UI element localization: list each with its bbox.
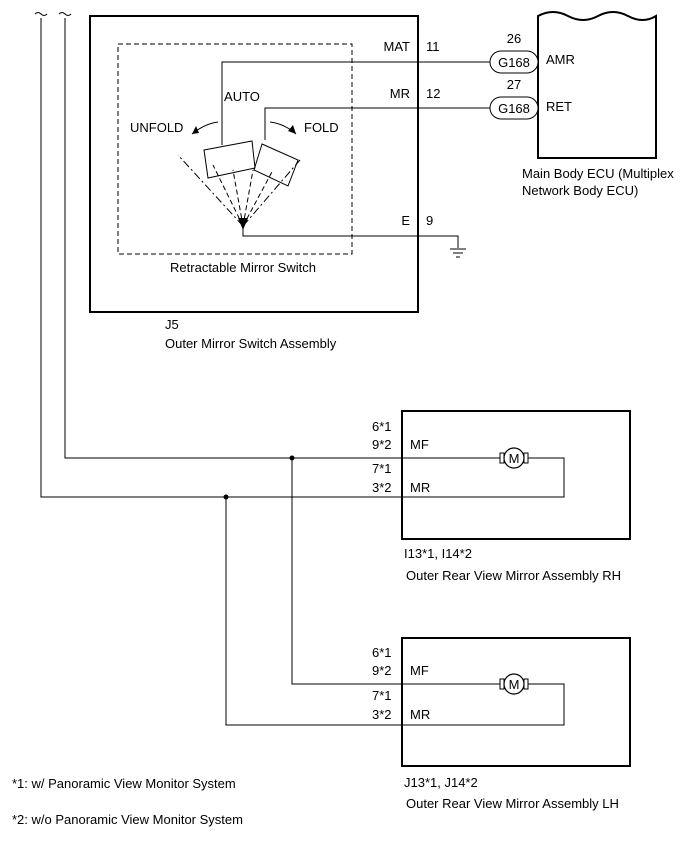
- ecu-pin-27: 27: [507, 77, 521, 92]
- rh-pin2-line2: 3*2: [372, 480, 392, 495]
- rh-pin1-line2: 9*2: [372, 437, 392, 452]
- ecu-signal-amr: AMR: [546, 52, 575, 67]
- lh-pin1-line2: 9*2: [372, 663, 392, 678]
- rh-pin2-line1: 7*1: [372, 461, 392, 476]
- wire-mf-bus: [64, 18, 402, 459]
- wire-mf-lh: [291, 458, 402, 685]
- wire-break-mf-icon: [58, 12, 72, 16]
- retractable-mirror-switch-label: Retractable Mirror Switch: [170, 260, 316, 275]
- ecu-name-line1: Main Body ECU (Multiplex: [522, 166, 674, 181]
- ecu-name-line2: Network Body ECU): [522, 183, 638, 198]
- motor-rh-label: M: [509, 451, 520, 466]
- lh-pin2-line2: 3*2: [372, 707, 392, 722]
- connector-g168-amr: [489, 50, 539, 74]
- rh-mirror-name: Outer Rear View Mirror Assembly RH: [406, 568, 621, 583]
- wire-mr-bus: [40, 18, 402, 498]
- pin-number-9: 9: [426, 213, 433, 228]
- motor-lh-icon: [499, 673, 529, 695]
- retractable-mirror-switch-box: [117, 43, 353, 255]
- auto-position-label: AUTO: [224, 89, 260, 104]
- unfold-position-label: UNFOLD: [130, 120, 183, 135]
- rh-connector-code: I13*1, I14*2: [404, 546, 472, 561]
- wire-ground: [242, 226, 459, 248]
- connector-g168-ret-label: G168: [498, 101, 530, 116]
- lh-pin2-line1: 7*1: [372, 688, 392, 703]
- lh-signal-mf: MF: [410, 663, 429, 678]
- lh-signal-mr: MR: [410, 707, 430, 722]
- rh-signal-mf: MF: [410, 437, 429, 452]
- wire-lh-mr-internal: [402, 683, 565, 726]
- fold-position-label: FOLD: [304, 120, 339, 135]
- switch-assembly-name: Outer Mirror Switch Assembly: [165, 336, 337, 351]
- ecu-pin-26: 26: [507, 31, 521, 46]
- motor-lh-label: M: [509, 677, 520, 692]
- pin-signal-mat: MAT: [384, 39, 411, 54]
- wire-rh-mr-internal: [402, 457, 565, 498]
- ground-icon: [450, 248, 466, 258]
- wire-mr-lh: [225, 497, 402, 726]
- rh-pin1-line1: 6*1: [372, 419, 392, 434]
- switch-connector-code: J5: [165, 317, 179, 332]
- footnote-2: *2: w/o Panoramic View Monitor System: [12, 812, 243, 827]
- retractable-switch-symbol: [177, 121, 301, 230]
- main-body-ecu-box: [537, 11, 657, 159]
- connector-g168-amr-label: G168: [498, 55, 530, 70]
- wire-mr-switch: [264, 107, 490, 140]
- pin-signal-e: E: [401, 213, 410, 228]
- lh-pin1-line1: 6*1: [372, 645, 392, 660]
- wire-break-mr-icon: [34, 12, 48, 16]
- lh-connector-code: J13*1, J14*2: [404, 775, 478, 790]
- lh-mirror-name: Outer Rear View Mirror Assembly LH: [406, 796, 619, 811]
- pin-number-12: 12: [426, 86, 440, 101]
- mirror-lh-box: [401, 637, 631, 767]
- motor-rh-icon: [499, 447, 529, 469]
- wire-mat: [221, 61, 490, 145]
- pin-number-11: 11: [426, 39, 440, 54]
- rh-signal-mr: MR: [410, 480, 430, 495]
- pin-signal-mr: MR: [390, 86, 410, 101]
- outer-mirror-switch-assembly-box: [89, 15, 419, 313]
- connector-g168-ret: [489, 96, 539, 120]
- mirror-rh-box: [401, 410, 631, 540]
- ecu-signal-ret: RET: [546, 99, 572, 114]
- footnote-1: *1: w/ Panoramic View Monitor System: [12, 776, 236, 791]
